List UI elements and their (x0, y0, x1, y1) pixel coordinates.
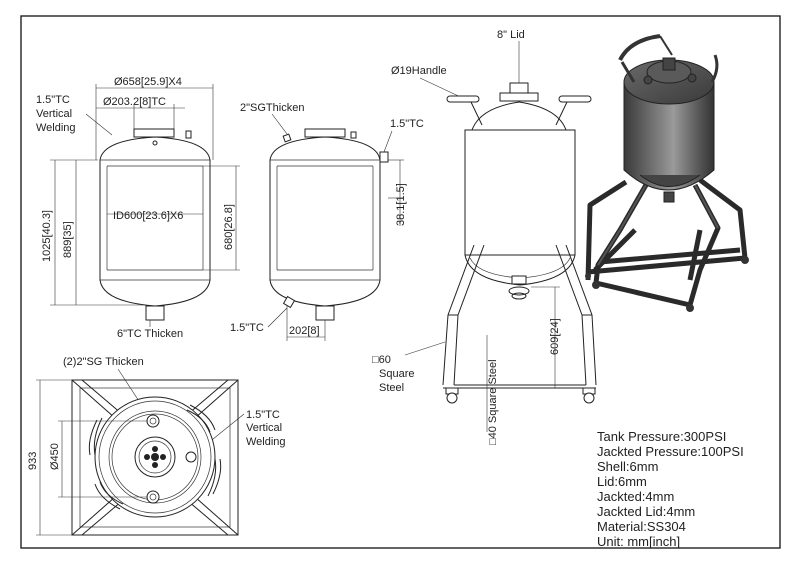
stand-sq60-3: Steel (379, 382, 404, 394)
stand-leg-dim: 609[24] (549, 318, 561, 355)
side-view: 2"SGThicken 1.5"TC 38.1[1.5] 1.5"TC 202[… (230, 102, 424, 341)
spec-row: Material:SS304 (597, 519, 686, 534)
top-tc-label-3: Welding (246, 436, 286, 448)
top-width-933: 933 (27, 452, 39, 470)
drawing-frame (20, 15, 781, 549)
side-tc-right: 1.5"TC (390, 118, 424, 130)
front-tc-top-left: 1.5"TC (36, 94, 70, 106)
stand-view: 8" Lid Ø19Handle (372, 29, 597, 445)
front-height-total: 1025[40.3] (41, 210, 53, 262)
front-dia-top: Ø203.2[8]TC (103, 96, 166, 108)
front-height-shell: 889[35] (62, 221, 74, 258)
front-vertical-welding-2: Welding (36, 122, 76, 134)
spec-row: Shell:6mm (597, 459, 658, 474)
spec-row: Unit: mm[inch] (597, 534, 680, 549)
side-dim-right: 38.1[1.5] (395, 183, 407, 226)
front-bottom-label: 6"TC Thicken (117, 328, 183, 340)
spec-row: Jackted:4mm (597, 489, 674, 504)
side-dim-bottom: 202[8] (289, 325, 320, 337)
front-view: Ø658[25.9]X4 Ø203.2[8]TC 1.5"TC Vertical… (36, 76, 240, 340)
top-view: (2)2"SG Thicken 1.5"TC Vertical Welding (27, 356, 286, 536)
side-tc-bottom: 1.5"TC (230, 322, 264, 334)
spec-row: Jackted Lid:4mm (597, 504, 695, 519)
tank-3d-render (585, 34, 749, 312)
top-tc-label-1: 1.5"TC (246, 409, 280, 421)
side-sg-label: 2"SGThicken (240, 102, 304, 114)
front-id-label: ID600[23.6]X6 (113, 210, 183, 222)
stand-sq40: □40 Square Steel (487, 359, 499, 445)
top-dia-450: Ø450 (49, 443, 61, 470)
stand-sq60-1: □60 (372, 354, 391, 366)
front-vertical-welding-1: Vertical (36, 108, 72, 120)
specs-table: Tank Pressure:300PSI Jackted Pressure:10… (597, 429, 744, 549)
top-sg-label: (2)2"SG Thicken (63, 356, 144, 368)
stand-handle-label: Ø19Handle (391, 65, 447, 77)
top-tc-label-2: Vertical (246, 422, 282, 434)
spec-row: Lid:6mm (597, 474, 647, 489)
front-height-straight: 680[26.8] (223, 204, 235, 250)
spec-row: Jackted Pressure:100PSI (597, 444, 744, 459)
front-dia-outer: Ø658[25.9]X4 (114, 76, 182, 88)
spec-row: Tank Pressure:300PSI (597, 429, 726, 444)
stand-lid-label: 8" Lid (497, 29, 525, 41)
stand-sq60-2: Square (379, 368, 414, 380)
